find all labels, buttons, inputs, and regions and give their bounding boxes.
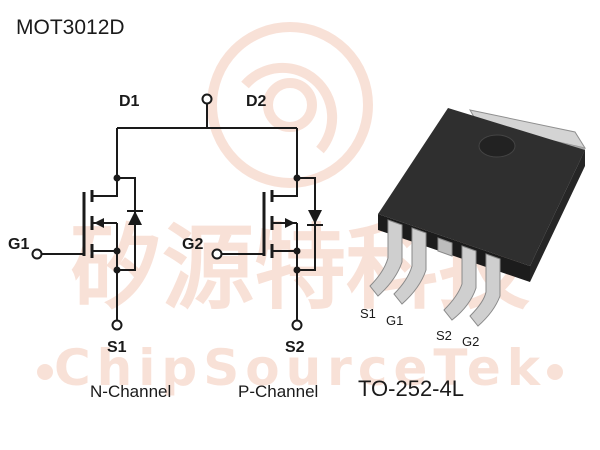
to252-package: S1 G1 S2 G2 TO-252-4L — [358, 108, 587, 401]
package-pin-4 — [469, 253, 501, 327]
p-body-diode — [308, 210, 322, 224]
watermark-dot-right — [547, 364, 563, 380]
package-pin-3 — [443, 245, 477, 321]
schematic — [31, 93, 323, 331]
p-drain-label: D2 — [246, 93, 267, 110]
p-source-terminal — [291, 319, 303, 331]
p-channel-title: P-Channel — [238, 382, 318, 401]
drain-terminal — [201, 93, 213, 105]
p-gate-terminal — [211, 248, 223, 260]
p-gate-label: G2 — [182, 236, 203, 253]
package-name: TO-252-4L — [358, 376, 464, 401]
package-pin-center — [437, 237, 453, 257]
n-channel-title: N-Channel — [90, 382, 171, 401]
p-channel-mosfet — [211, 128, 323, 331]
package-pin-1 — [369, 219, 403, 297]
n-source-label: S1 — [107, 339, 127, 356]
part-number: MOT3012D — [16, 16, 125, 39]
watermark-latin: ChipSourceTek — [54, 339, 546, 397]
package-body-top — [378, 108, 585, 266]
package-pins — [369, 219, 501, 327]
watermark-dot-left — [37, 364, 53, 380]
n-body-diode — [128, 211, 142, 225]
pin-label-s2: S2 — [436, 328, 452, 343]
pin-label-s1: S1 — [360, 306, 376, 321]
watermark-logo — [207, 22, 373, 188]
schematic-labels: D1 D2 G1 G2 S1 S2 N-Channel P-Channel — [8, 93, 318, 401]
pin-label-g2: G2 — [462, 334, 479, 349]
n-gate-label: G1 — [8, 236, 29, 253]
n-channel-mosfet — [31, 128, 143, 331]
p-source-label: S2 — [285, 339, 305, 356]
pin-label-g1: G1 — [386, 313, 403, 328]
n-source-terminal — [111, 319, 123, 331]
package-pin-2 — [393, 227, 427, 305]
n-drain-label: D1 — [119, 93, 140, 110]
n-gate-terminal — [31, 248, 43, 260]
package-dimple — [478, 134, 516, 158]
